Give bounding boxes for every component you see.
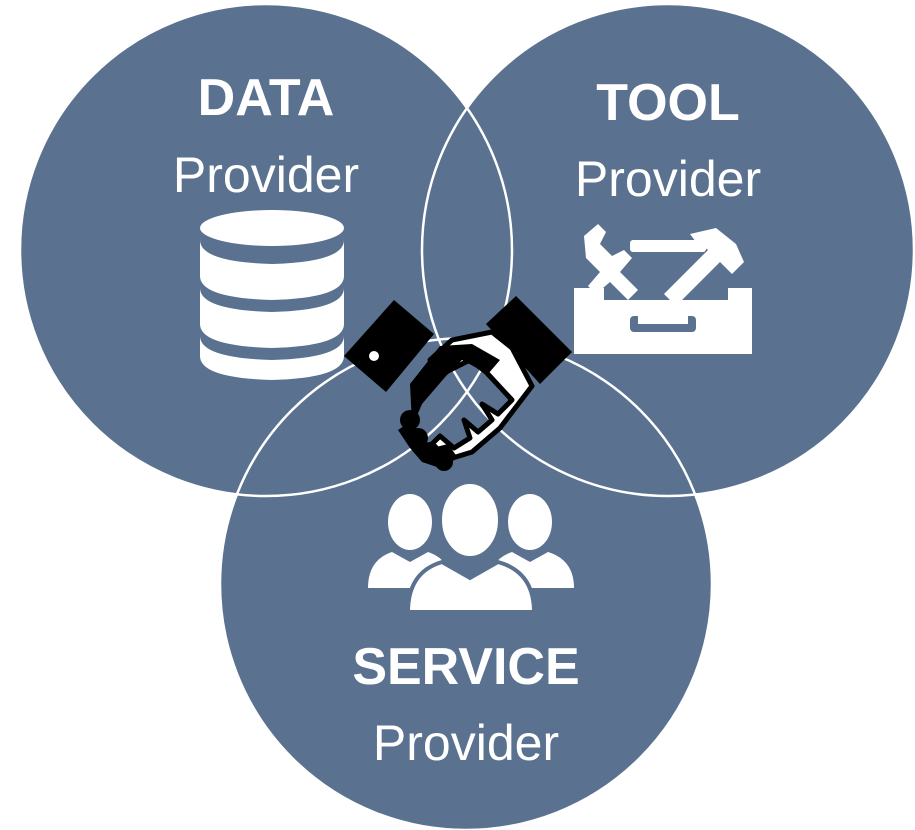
handshake-icon — [344, 296, 572, 471]
tool-provider-subtitle: Provider — [575, 151, 761, 207]
data-provider-subtitle: Provider — [173, 147, 359, 203]
service-provider-title: SERVICE — [352, 638, 579, 696]
tool-provider-title: TOOL — [596, 74, 739, 132]
data-provider-outline — [18, 2, 514, 498]
people-group-icon — [368, 480, 574, 614]
data-provider-title: DATA — [198, 69, 335, 127]
toolbox-icon — [574, 224, 752, 354]
service-provider-subtitle: Provider — [373, 715, 559, 771]
database-icon — [200, 210, 344, 380]
tool-provider-outline — [420, 2, 915, 498]
